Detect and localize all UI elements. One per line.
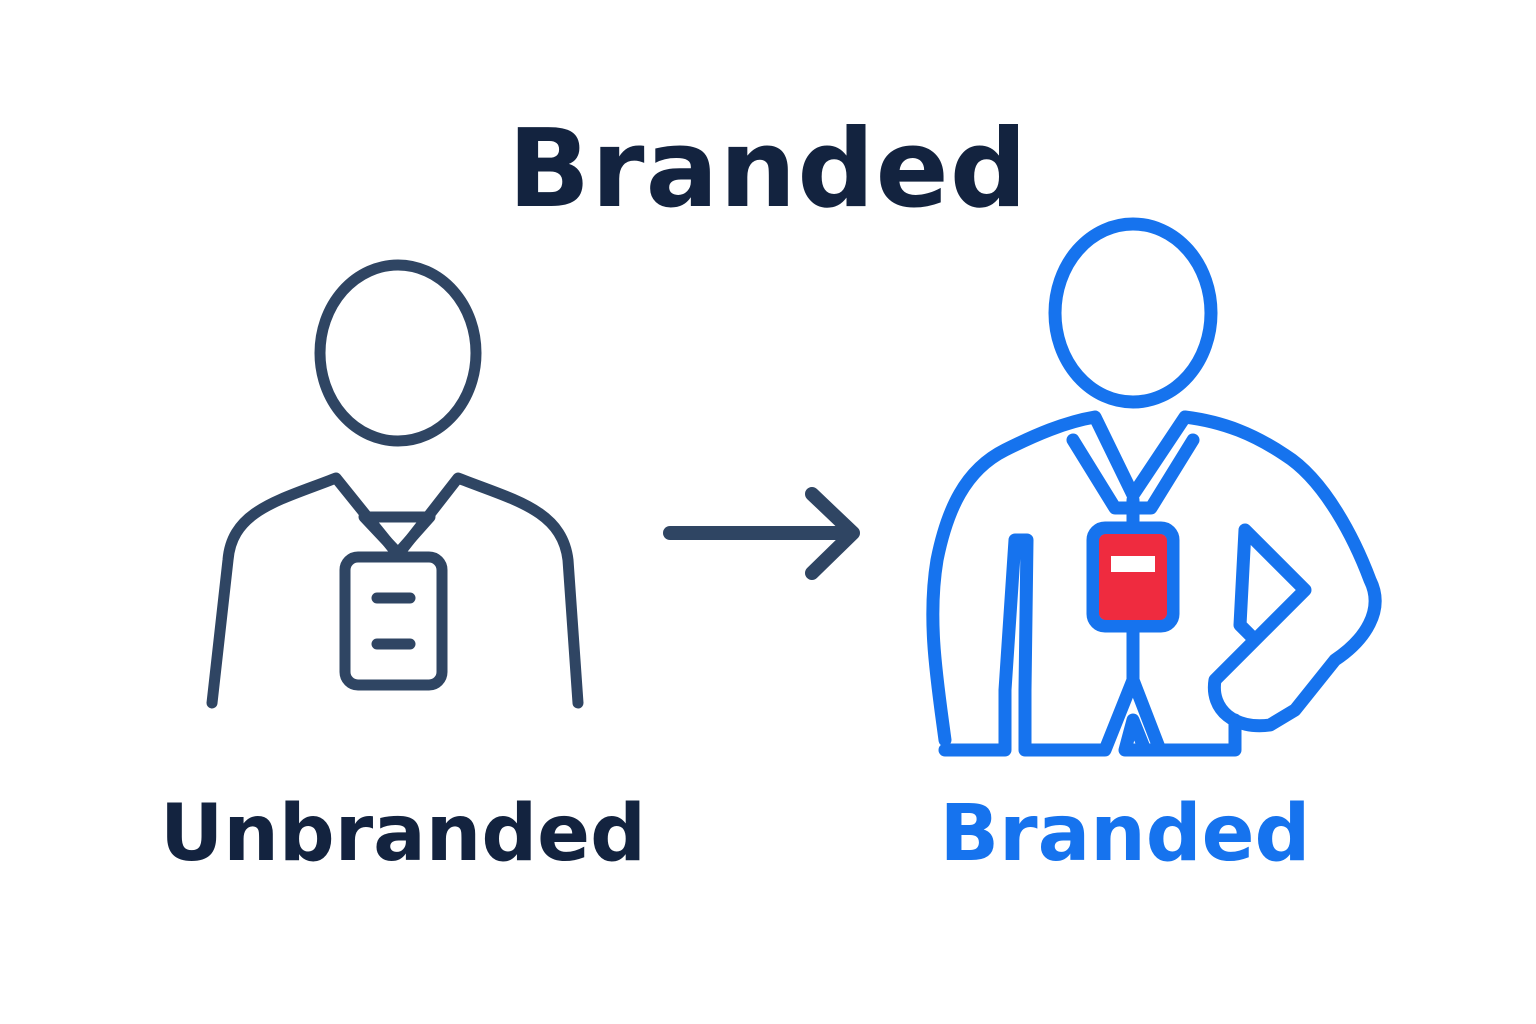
person-head [1048,217,1218,409]
lanyard-strap [358,511,436,559]
person-body-outline [926,410,1382,757]
right-arrow-icon [663,487,860,580]
id-badge [339,551,448,691]
unbranded-caption: Unbranded [160,789,646,879]
person-head [314,259,482,447]
badge-label [1111,556,1155,572]
branded-person-icon [926,217,1382,757]
branded-caption: Branded [939,789,1311,879]
diagram-title: Branded [507,107,1029,232]
id-badge-fill [1099,534,1167,620]
unbranded-person-icon [206,259,584,709]
